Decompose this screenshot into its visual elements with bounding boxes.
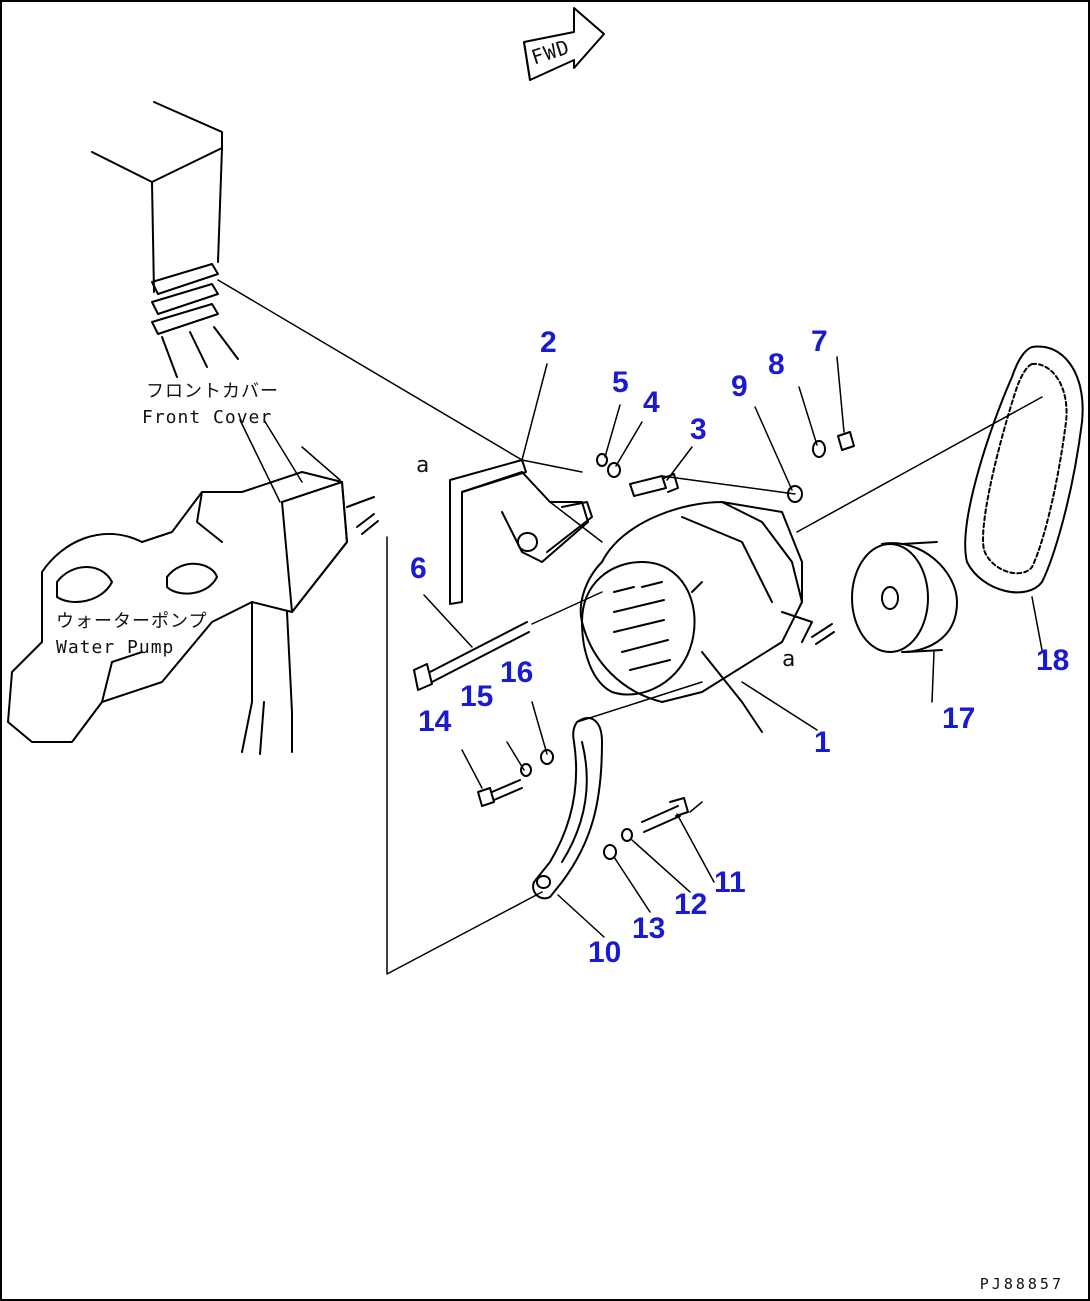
callout-10: 10 (588, 936, 622, 969)
callout-12: 12 (674, 888, 708, 921)
callout-9: 9 (731, 370, 748, 403)
callout-6: 6 (410, 552, 427, 585)
callout-2: 2 (540, 326, 557, 359)
callout-8: 8 (768, 348, 785, 381)
adjusting-arm-drawing (532, 717, 603, 900)
callout-1: 1 (814, 726, 831, 759)
front-cover-jp-label: フロントカバー (146, 381, 279, 402)
callout-7: 7 (811, 325, 828, 358)
callout-5: 5 (612, 366, 629, 399)
leader-lines (239, 356, 1043, 938)
callout-16: 16 (500, 656, 534, 689)
callout-14: 14 (418, 705, 452, 738)
callout-15: 15 (460, 680, 494, 713)
callout-4: 4 (643, 386, 660, 419)
callout-11: 11 (714, 866, 746, 899)
ref-a-label-1: a (416, 453, 431, 478)
front-cover-en-label: Front Cover (142, 407, 273, 428)
water-pump-drawing (7, 471, 375, 755)
phantom-lines (217, 279, 1043, 975)
bracket-drawing (449, 459, 593, 605)
drawing-code: PJ88857 (979, 1275, 1064, 1293)
fwd-arrow-icon (523, 7, 605, 81)
callout-13: 13 (632, 912, 666, 945)
alternator-drawing (579, 501, 813, 733)
v-belt-drawing (964, 345, 1084, 594)
callout-17: 17 (942, 702, 976, 735)
pulley-drawing (851, 541, 958, 653)
front-cover-drawing (91, 101, 239, 378)
water-pump-en-label: Water Pump (56, 637, 175, 658)
callout-18: 18 (1036, 644, 1070, 677)
callout-3: 3 (690, 413, 707, 446)
ref-a-label-2: a (782, 647, 797, 672)
small-parts-drawing (356, 431, 855, 860)
long-bolt-drawing (413, 621, 530, 691)
water-pump-jp-label: ウォーターポンプ (56, 611, 208, 632)
